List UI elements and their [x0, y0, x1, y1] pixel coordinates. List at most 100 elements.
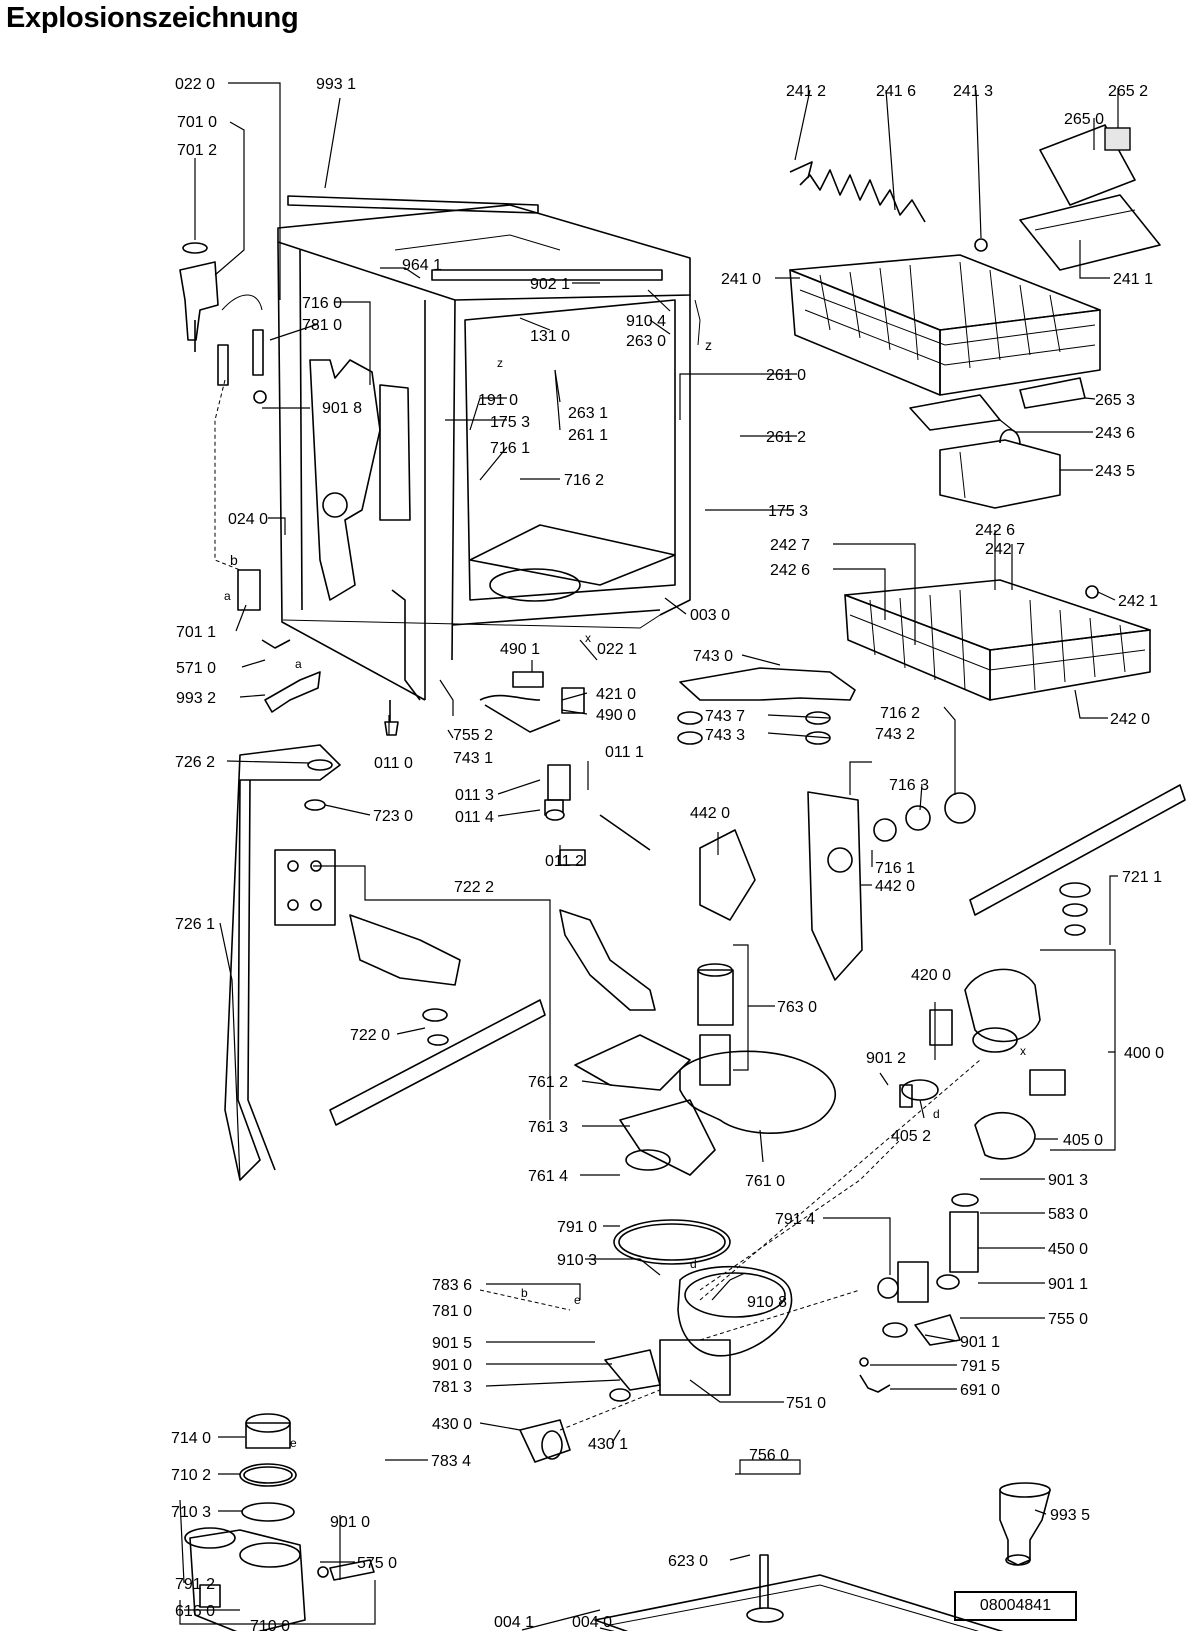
part-label: 024 0 — [228, 511, 268, 528]
part-label: 241 6 — [876, 83, 916, 100]
part-label: 910 3 — [557, 1252, 597, 1269]
part-label: 011 4 — [455, 809, 494, 826]
part-label: 763 0 — [777, 999, 817, 1016]
part-label: 701 1 — [176, 624, 216, 641]
water-softener — [184, 1413, 375, 1631]
part-label: 993 5 — [1050, 1507, 1090, 1524]
part-label: 131 0 — [530, 328, 570, 345]
part-label: 710 3 — [171, 1504, 211, 1521]
part-label: 265 0 — [1064, 111, 1104, 128]
part-label: 751 0 — [786, 1395, 826, 1412]
part-label: 265 3 — [1095, 392, 1135, 409]
upper-center-parts — [479, 667, 976, 981]
part-label: 902 1 — [530, 276, 570, 293]
connector-letter: e — [290, 1436, 297, 1450]
part-label: 243 6 — [1095, 425, 1135, 442]
cutlery-basket — [939, 428, 1061, 509]
part-label: 781 3 — [432, 1379, 472, 1396]
connector-letter: b — [230, 552, 238, 568]
upper-basket — [789, 254, 1101, 396]
part-label: 761 0 — [745, 1173, 785, 1190]
part-label: 265 2 — [1108, 83, 1148, 100]
connector-letter: x — [1020, 1044, 1026, 1058]
part-label: 761 2 — [528, 1074, 568, 1091]
part-label: 242 7 — [985, 541, 1025, 558]
part-label: 716 1 — [875, 860, 915, 877]
leader-lines — [179, 82, 1119, 1631]
part-label: 910 8 — [747, 1294, 787, 1311]
part-label: 175 3 — [490, 414, 530, 431]
part-label: 781 0 — [432, 1303, 472, 1320]
lower-basket — [844, 579, 1151, 701]
part-label: 003 0 — [690, 607, 730, 624]
connector-letter: e — [574, 1293, 581, 1307]
part-label: 726 1 — [175, 916, 215, 933]
part-label: 901 3 — [1048, 1172, 1088, 1189]
connector-letter: x — [585, 631, 591, 645]
part-label: 993 1 — [316, 76, 356, 93]
part-label: 781 0 — [302, 317, 342, 334]
part-label: 571 0 — [176, 660, 216, 677]
part-label: 755 0 — [1048, 1311, 1088, 1328]
part-label: 243 5 — [1095, 463, 1135, 480]
part-label: 022 1 — [597, 641, 637, 658]
part-label: 743 2 — [875, 726, 915, 743]
part-label: 901 0 — [330, 1514, 370, 1531]
part-label: 901 5 — [432, 1335, 472, 1352]
part-label: 241 3 — [953, 83, 993, 100]
part-label: 421 0 — [596, 686, 636, 703]
part-label: 400 0 — [1124, 1045, 1164, 1062]
part-label: 191 0 — [478, 392, 518, 409]
part-label: 791 0 — [557, 1219, 597, 1236]
dishwasher-cabinet — [277, 195, 701, 701]
part-label: 901 1 — [1048, 1276, 1088, 1293]
part-label: 242 1 — [1118, 593, 1158, 610]
part-label: 004 1 — [494, 1614, 534, 1631]
part-label: 722 0 — [350, 1027, 390, 1044]
part-label: 261 2 — [766, 429, 806, 446]
part-label: 261 1 — [568, 427, 608, 444]
center-parts — [519, 909, 836, 1463]
part-label: 791 2 — [175, 1576, 215, 1593]
part-label: 691 0 — [960, 1382, 1000, 1399]
part-label: 743 1 — [453, 750, 493, 767]
part-label: 263 0 — [626, 333, 666, 350]
part-label: 722 2 — [454, 879, 494, 896]
connection-dashes — [479, 1059, 981, 1431]
part-label: 743 3 — [705, 727, 745, 744]
connector-letter: a — [295, 657, 302, 671]
part-label: 755 2 — [453, 727, 493, 744]
connector-letters: a b a z z x x d d e e b — [224, 337, 1026, 1450]
connector-letter: d — [690, 1257, 697, 1271]
part-label: 430 1 — [588, 1436, 628, 1453]
part-label: 783 4 — [431, 1453, 471, 1470]
part-label: 716 2 — [564, 472, 604, 489]
part-label: 450 0 — [1048, 1241, 1088, 1258]
part-label: 901 2 — [866, 1050, 906, 1067]
part-label: 701 0 — [177, 114, 217, 131]
part-label: 761 3 — [528, 1119, 568, 1136]
part-label: 175 3 — [768, 503, 808, 520]
part-label: 901 8 — [322, 400, 362, 417]
part-label: 011 0 — [374, 755, 413, 772]
part-label: 011 2 — [545, 853, 584, 870]
part-label: 716 3 — [889, 777, 929, 794]
part-label: 430 0 — [432, 1416, 472, 1433]
part-label: 616 0 — [175, 1603, 215, 1620]
connector-letter: b — [521, 1286, 528, 1300]
part-label: 241 1 — [1113, 271, 1153, 288]
part-label: 490 1 — [500, 641, 540, 658]
part-label: 263 1 — [568, 405, 608, 422]
part-label: 901 0 — [432, 1357, 472, 1374]
part-label: 242 0 — [1110, 711, 1150, 728]
part-label: 022 0 — [175, 76, 215, 93]
part-label: 791 5 — [960, 1358, 1000, 1375]
part-label: 261 0 — [766, 367, 806, 384]
part-label: 241 0 — [721, 271, 761, 288]
page-title: Explosionszeichnung — [6, 2, 299, 34]
part-label: 420 0 — [911, 967, 951, 984]
part-label: 405 2 — [891, 1128, 931, 1145]
connector-letter: z — [497, 356, 503, 370]
part-label: 901 1 — [960, 1334, 1000, 1351]
